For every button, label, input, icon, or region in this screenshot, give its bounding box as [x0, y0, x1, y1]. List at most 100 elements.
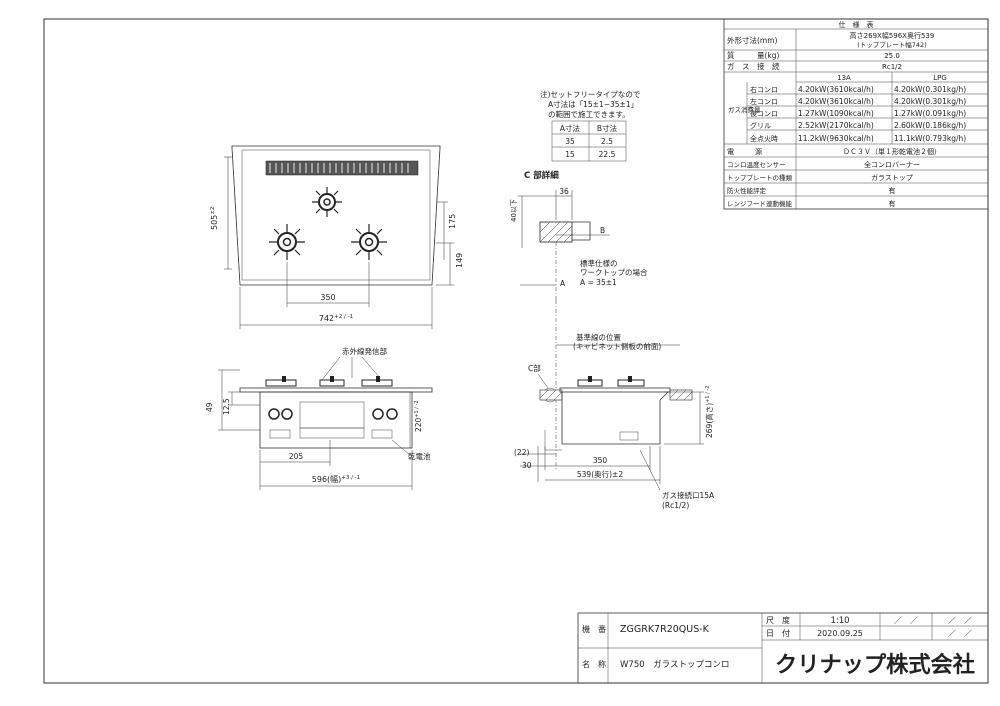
note-line: 注)セットフリータイプなので [540, 89, 640, 99]
battery-label: 乾電池 [408, 451, 431, 461]
note-cell: 15 [565, 150, 575, 159]
dim-175: 175 [448, 214, 457, 229]
spec-label-size: 外形寸法(mm) [727, 35, 778, 45]
spec-value-sensor: 全コンロバーナー [864, 160, 920, 169]
note-line: の範囲で施工できます。 [548, 109, 630, 119]
spec-table: 仕 様 表 外形寸法(mm) 高さ269X幅596X奥行539 (トップブレート… [723, 18, 989, 210]
note-line: A寸法は「15±1~35±1」 [548, 99, 638, 109]
dim-596: 596(幅)+3 / -1 [312, 474, 360, 484]
gas-connect-label: ガス接続口15A [662, 490, 715, 500]
dim-49: 49 [205, 402, 214, 412]
gas-row-name: 後コンロ [750, 109, 778, 118]
spec-label-power: 電 源 [727, 147, 762, 156]
spec-label-hood: レンジフード連動機能 [727, 199, 793, 208]
dim-12-5: 12.5 [222, 398, 231, 415]
spec-value-size-2: (トップブレート幅742) [857, 40, 926, 49]
burner-right [351, 224, 387, 260]
dim-539: 539(奥行)±2 [577, 469, 623, 479]
scale-label: 尺 度 [766, 615, 790, 625]
gas-row-name: 右コンロ [750, 85, 778, 94]
spec-value-weight: 25.0 [884, 52, 900, 60]
dim-742: 742+2 / -1 [319, 314, 353, 323]
gas-row-name: 左コンロ [750, 97, 778, 106]
spec-value-size: 高さ269X幅596X奥行539 [850, 31, 935, 40]
title-block: 機 番 ZGGRK7R20QUS-K 名 称 W750 ガラストップコンロ 尺 … [577, 612, 989, 684]
spec-label-fire: 防火性能評定 [727, 186, 767, 195]
dim-22: (22) [514, 448, 529, 457]
label-a: A [560, 279, 566, 288]
dim-350: 350 [320, 293, 335, 302]
revision-slash: ／ ／ [948, 629, 972, 638]
setfree-note: 注)セットフリータイプなので A寸法は「15±1~35±1」 の範囲で施工できま… [540, 89, 640, 162]
side-view: 基準線の位置 (キャビネット側板の前面) C部 269(高さ)+1 / -2 (… [514, 300, 715, 510]
gas-row-name: 全点火時 [750, 134, 778, 143]
date-label: 日 付 [766, 628, 790, 638]
note-col-a: A寸法 [560, 123, 581, 133]
spec-label-sensor: コンロ温度センサー [727, 160, 786, 169]
model-number: ZGGRK7R20QUS-K [620, 624, 710, 635]
gas-consumption-label: ガス消費量 [728, 105, 761, 114]
burner-left [269, 224, 305, 260]
spec-value-fire: 有 [889, 186, 896, 195]
ref-line-label: (キャビネット側板の前面) [573, 341, 661, 351]
spec-value-hood: 有 [889, 199, 896, 208]
top-view: 505±2 175 149 350 742+2 / -1 [210, 145, 464, 329]
dim-149: 149 [455, 253, 464, 268]
scale-value: 1:10 [830, 616, 849, 626]
gas-row-lpg: 2.60kW(0.186kg/h) [894, 121, 966, 130]
std-note: 標準仕様の [580, 258, 618, 268]
c-detail-title: C 部詳細 [524, 170, 559, 181]
revision-slash: ／ ／ [948, 616, 972, 625]
burner-rear [312, 187, 342, 217]
dim-350-side: 350 [593, 456, 608, 465]
spec-label-weight: 質 量(kg) [727, 50, 780, 60]
c-part-label: C部 [528, 363, 541, 373]
gas-row-13a: 4.20kW(3610kcal/h) [798, 97, 874, 106]
gas-row-lpg: 11.1kW(0.793kg/h) [894, 134, 966, 143]
front-view: 赤外線発信部 49 12.5 220+1 / -2 205 596(幅)+3 /… [205, 346, 433, 490]
std-note: A = 35±1 [580, 278, 617, 287]
dim-205: 205 [289, 452, 304, 461]
dim-269: 269(高さ)+1 / -2 [704, 386, 714, 438]
name-label: 名 称 [582, 659, 606, 669]
note-cell: 22.5 [599, 150, 616, 159]
model-label: 機 番 [582, 624, 606, 634]
spec-label-gas: ガ ス 接 続 [727, 61, 780, 71]
revision-slash: ／ ／ [894, 616, 918, 625]
spec-value-power: ＤＣ３Ｖ（単１形乾電池２個） [843, 147, 941, 156]
gas-col-13a: 13A [837, 74, 851, 82]
product-name: W750 ガラストップコンロ [620, 659, 729, 670]
gas-row-lpg: 1.27kW(0.091kg/h) [894, 109, 966, 118]
label-b: B [600, 226, 605, 235]
spec-label-plate: トッププレートの種類 [727, 173, 793, 182]
gas-row-lpg: 4.20kW(0.301kg/h) [894, 97, 966, 106]
dim-30: 30 [522, 461, 532, 470]
gas-row-13a: 4.20kW(3610kcal/h) [798, 85, 874, 94]
spec-value-gas: Rc1/2 [882, 63, 902, 71]
sheet-border [43, 18, 989, 684]
std-note: ワークトップの場合 [580, 267, 648, 277]
ref-line-label: 基準線の位置 [576, 332, 621, 342]
gas-col-lpg: LPG [933, 74, 947, 82]
date-value: 2020.09.25 [817, 629, 863, 638]
company-name: クリナップ株式会社 [775, 652, 975, 678]
dim-36: 36 [559, 187, 569, 196]
dim-top-depth: 505±2 [210, 207, 219, 230]
note-col-b: B寸法 [597, 123, 618, 133]
front-burner-caps [265, 376, 393, 387]
spec-value-plate: ガラストップ [871, 173, 913, 182]
ir-label: 赤外線発信部 [342, 346, 387, 356]
gas-row-lpg: 4.20kW(0.301kg/h) [894, 85, 966, 94]
spec-table-title: 仕 様 表 [839, 20, 874, 29]
gas-row-13a: 1.27kW(1090kcal/h) [798, 109, 874, 118]
gas-row-name: グリル [750, 121, 771, 130]
gas-connect-label: (Rc1/2) [662, 501, 689, 510]
gas-row-13a: 11.2kW(9630kcal/h) [798, 134, 874, 143]
dim-40-below: 40以下 [510, 199, 518, 222]
gas-row-13a: 2.52kW(2170kcal/h) [798, 121, 874, 130]
note-cell: 35 [565, 137, 575, 146]
dim-220: 220+1 / -2 [414, 400, 423, 432]
c-detail: C 部詳細 36 40以下 B 標準仕様の ワークトップの場合 A = 35±1… [510, 170, 648, 300]
note-cell: 2.5 [601, 137, 613, 146]
